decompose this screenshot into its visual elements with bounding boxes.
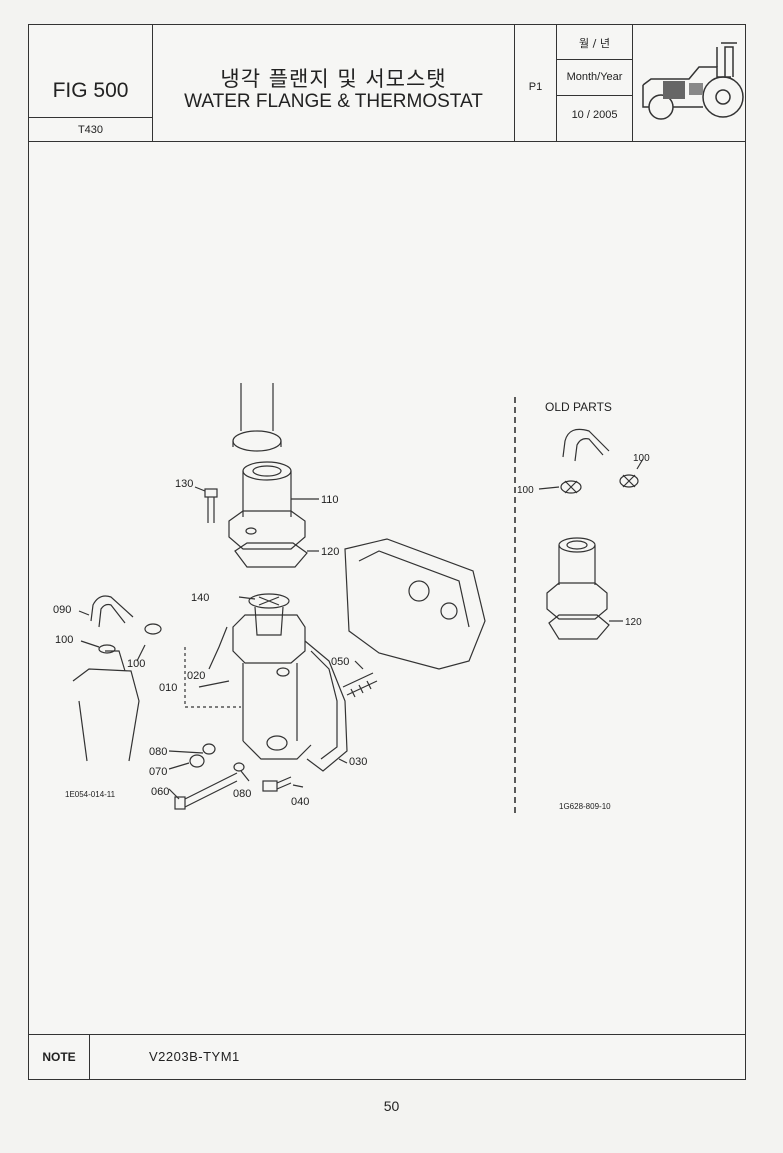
old-parts-title: OLD PARTS (545, 400, 612, 414)
note-value: V2203B-TYM1 (149, 1049, 240, 1064)
old-callout-100-right: 100 (633, 453, 650, 464)
title-cell: 냉각 플랜지 및 서모스탯 WATER FLANGE & THERMOSTAT (153, 25, 515, 141)
callout-100-right: 100 (127, 658, 145, 670)
thermostat (248, 593, 290, 609)
page-label: P1 (528, 81, 543, 93)
hose-clip-b (144, 623, 162, 635)
tractor-cell (633, 25, 745, 141)
callout-140: 140 (191, 592, 209, 604)
old-callout-100-left: 100 (517, 485, 534, 496)
title-english: WATER FLANGE & THERMOSTAT (184, 91, 483, 112)
callout-070: 070 (149, 766, 167, 778)
header: FIG 500 T430 냉각 플랜지 및 서모스탯 WATER FLANGE … (29, 25, 745, 142)
old-parts-ref-code: 1G628-809-10 (559, 802, 611, 811)
callout-080-bottom: 080 (233, 788, 251, 800)
hose-clamp (232, 430, 282, 452)
note-row: NOTE V2203B-TYM1 (29, 1034, 745, 1079)
old-parts-flange (558, 537, 596, 553)
main-ref-code: 1E054-014-11 (65, 790, 116, 799)
callout-020: 020 (187, 670, 205, 682)
page-number: 50 (383, 1098, 400, 1114)
water-flange (242, 461, 292, 481)
washer-070 (189, 754, 205, 768)
callout-120: 120 (321, 546, 339, 558)
callout-040: 040 (291, 796, 309, 808)
callout-030: 030 (349, 756, 367, 768)
date-label-english: Month/Year (566, 71, 623, 83)
bypass-hose (90, 595, 134, 628)
page-cell: P1 (515, 25, 557, 141)
fig-cell: FIG 500 T430 (29, 25, 153, 141)
date-label-korean: 월 / 년 (579, 37, 610, 50)
callout-090: 090 (53, 604, 71, 616)
old-clip-b (619, 474, 639, 488)
bolt-040 (262, 780, 278, 792)
bolt-130 (204, 488, 218, 498)
engine-block (344, 538, 486, 670)
gasket (234, 542, 308, 568)
old-clip-a (560, 480, 582, 494)
parts-diagram: 130 110 120 140 090 100 100 020 010 050 … (53, 383, 650, 813)
old-parts-gasket (548, 614, 610, 640)
bolt-060 (174, 796, 186, 810)
thermostat-case (232, 614, 306, 664)
tractor-icon (642, 42, 744, 120)
gasket-030 (304, 640, 348, 772)
engine-bracket (72, 650, 140, 762)
date-cell: 월 / 년 Month/Year 10 / 2005 (557, 25, 633, 141)
callout-100-left: 100 (55, 634, 73, 646)
date-value: 10 / 2005 (571, 109, 618, 121)
page-frame: FIG 500 T430 냉각 플랜지 및 서모스탯 WATER FLANGE … (28, 24, 746, 1080)
callout-050: 050 (331, 656, 349, 668)
callout-010: 010 (159, 682, 177, 694)
callout-080-top: 080 (149, 746, 167, 758)
model-label: T430 (77, 124, 104, 136)
washer-080 (233, 762, 245, 772)
title-korean: 냉각 플랜지 및 서모스탯 (220, 67, 447, 91)
old-parts-hose (562, 428, 610, 462)
old-callout-120: 120 (625, 617, 642, 628)
callout-130: 130 (175, 478, 193, 490)
diagram-area: 130 110 120 140 090 100 100 020 010 050 … (29, 141, 745, 1037)
fig-number: FIG 500 (52, 79, 129, 102)
stud-050 (342, 672, 378, 696)
callout-060: 060 (151, 786, 169, 798)
upper-hose (240, 383, 274, 431)
callout-110: 110 (321, 494, 339, 506)
hose-clip-a (98, 644, 116, 654)
note-label: NOTE (29, 1035, 90, 1079)
